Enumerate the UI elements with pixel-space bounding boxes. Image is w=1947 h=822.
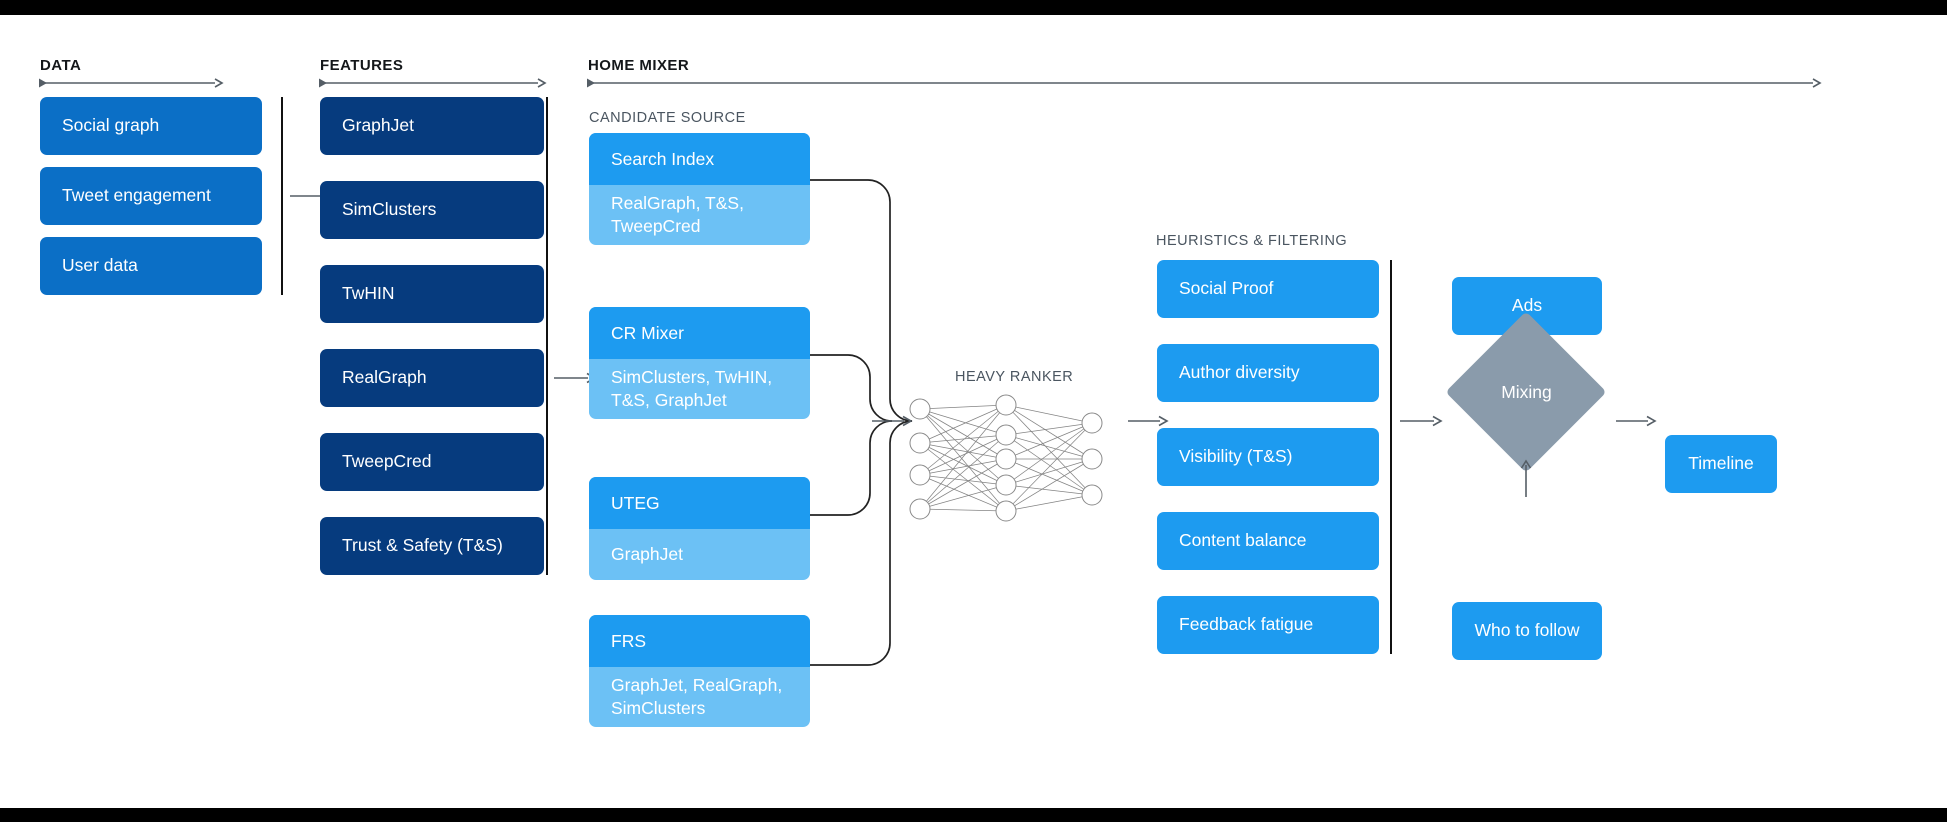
feature-card-graphjet[interactable]: GraphJet [320,97,544,155]
data-header-arrow [39,77,224,88]
arrow-to-heavy-ranker [872,414,914,433]
data-card-tweet-engagement[interactable]: Tweet engagement [40,167,262,225]
arrow-heuristics-to-mixing [1400,414,1444,433]
candidate-source-features: GraphJet, RealGraph, SimClusters [611,674,783,718]
output-card-label: Timeline [1688,453,1754,474]
section-title-heuristics: HEURISTICS & FILTERING [1156,233,1348,249]
candidate-source-name: FRS [589,615,810,667]
candidate-source-card-search-index[interactable]: Search Index RealGraph, T&S, TweepCred [589,133,810,245]
heuristic-card-author-diversity[interactable]: Author diversity [1157,344,1379,402]
candidate-source-features: RealGraph, T&S, TweepCred [611,192,744,236]
data-card-user-data[interactable]: User data [40,237,262,295]
candidate-source-name: Search Index [589,133,810,185]
section-title-data: DATA [40,57,82,74]
heuristic-card-feedback-fatigue[interactable]: Feedback fatigue [1157,596,1379,654]
arrow-ranker-to-heuristics [1128,414,1170,433]
output-card-timeline[interactable]: Timeline [1665,435,1777,493]
feature-card-trust-safety[interactable]: Trust & Safety (T&S) [320,517,544,575]
heuristic-card-visibility[interactable]: Visibility (T&S) [1157,428,1379,486]
diagram-canvas: DATA Social graph Tweet engagement User … [0,15,1947,808]
mixing-node[interactable]: Mixing [1445,311,1608,474]
arrow-whotofollow-to-mixing [1519,459,1533,502]
feature-card-label: RealGraph [342,367,427,388]
candidate-source-card-uteg[interactable]: UTEG GraphJet [589,477,810,580]
divider-heuristics-mixing [1390,260,1392,654]
divider-features-homemixer [546,97,548,575]
candidate-source-features: SimClusters, TwHIN, T&S, GraphJet [611,366,773,410]
feature-card-realgraph[interactable]: RealGraph [320,349,544,407]
arrow-mixing-to-timeline [1616,414,1658,433]
feature-card-label: TweepCred [342,451,432,472]
feature-card-label: GraphJet [342,115,414,136]
section-title-heavy-ranker: HEAVY RANKER [955,369,1074,385]
candidate-source-card-frs[interactable]: FRS GraphJet, RealGraph, SimClusters [589,615,810,727]
heuristic-card-label: Content balance [1179,530,1307,551]
connector-candidates-to-ranker [810,175,913,685]
feature-card-label: TwHIN [342,283,395,304]
data-card-label: User data [62,255,138,276]
heuristic-card-label: Social Proof [1179,278,1274,299]
output-card-who-to-follow[interactable]: Who to follow [1452,602,1602,660]
divider-data-features [281,97,283,295]
candidate-source-name: UTEG [589,477,810,529]
feature-card-simclusters[interactable]: SimClusters [320,181,544,239]
home-mixer-header-arrow [587,77,1822,88]
heuristic-card-social-proof[interactable]: Social Proof [1157,260,1379,318]
section-title-features: FEATURES [320,57,404,74]
heavy-ranker-network [898,393,1114,525]
heuristic-card-label: Visibility (T&S) [1179,446,1293,467]
output-card-label: Who to follow [1474,620,1580,641]
candidate-source-features: GraphJet [611,543,683,564]
feature-card-label: SimClusters [342,199,437,220]
output-card-label: Ads [1511,295,1543,316]
heuristic-card-label: Author diversity [1179,362,1300,383]
section-title-candidate-source: CANDIDATE SOURCE [589,110,746,126]
data-card-social-graph[interactable]: Social graph [40,97,262,155]
feature-card-label: Trust & Safety (T&S) [342,535,503,556]
section-title-home-mixer: HOME MIXER [588,57,690,74]
features-header-arrow [319,77,547,88]
feature-card-twhin[interactable]: TwHIN [320,265,544,323]
feature-card-tweepcred[interactable]: TweepCred [320,433,544,491]
candidate-source-card-cr-mixer[interactable]: CR Mixer SimClusters, TwHIN, T&S, GraphJ… [589,307,810,419]
candidate-source-name: CR Mixer [589,307,810,359]
heuristic-card-content-balance[interactable]: Content balance [1157,512,1379,570]
heuristic-card-label: Feedback fatigue [1179,614,1314,635]
data-card-label: Social graph [62,115,160,136]
mixing-diamond-shape [1445,311,1607,473]
data-card-label: Tweet engagement [62,185,211,206]
